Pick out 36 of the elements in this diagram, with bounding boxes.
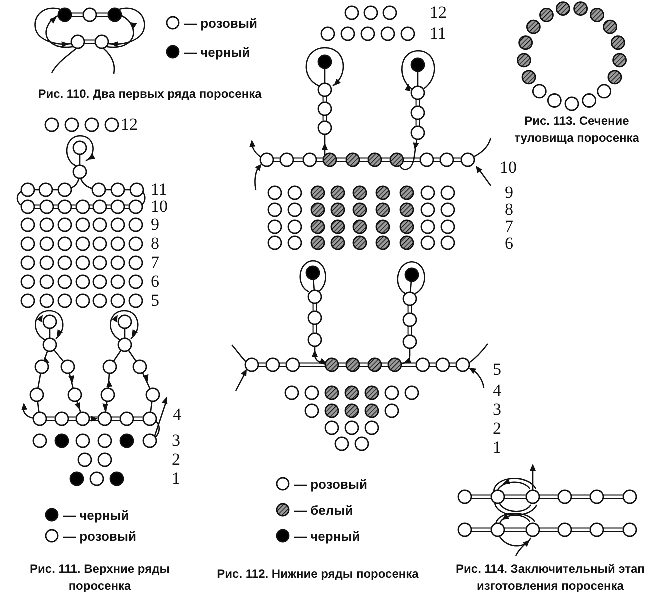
row-number: 12: [430, 5, 447, 21]
row-number: 10: [500, 160, 517, 176]
row-number: 7: [151, 255, 160, 271]
row-number: 3: [493, 402, 502, 418]
figure-caption: Рис. 112. Нижние ряды поросенка: [216, 566, 420, 583]
row-number: 2: [493, 421, 502, 437]
row-number: 8: [151, 236, 160, 252]
row-number: 11: [430, 26, 446, 42]
legend-label: — черный: [63, 508, 130, 522]
row-number: 6: [505, 236, 514, 252]
figure-caption: Рис. 114. Заключительный этап изготовления поросенка: [455, 561, 646, 595]
row-number: 9: [505, 185, 514, 201]
legend-label: — розовый: [63, 528, 136, 544]
row-number: 1: [493, 440, 502, 456]
row-number: 1: [172, 471, 180, 487]
row-number: 8: [505, 202, 514, 218]
row-number: 5: [493, 362, 502, 378]
legend-label: — черный: [184, 44, 250, 60]
row-number: 2: [172, 452, 180, 468]
legend-label: — розовый: [294, 476, 368, 492]
row-number: 11: [151, 182, 168, 198]
row-number: 7: [505, 219, 514, 235]
row-number: 3: [172, 433, 180, 449]
row-number: 4: [173, 407, 182, 423]
row-number: 5: [151, 293, 160, 309]
figure-caption: Рис. 110. Два первых ряда поросенка: [37, 86, 263, 103]
row-number: 4: [493, 383, 502, 399]
row-number: 12: [121, 117, 138, 133]
row-number: 6: [151, 274, 160, 290]
legend-label: — черный: [294, 528, 360, 544]
legend-label: — розовый: [184, 16, 258, 30]
figure-caption: Рис. 113. Сечение туловища поросенка: [514, 113, 640, 147]
legend-label: — белый: [294, 502, 354, 518]
figure-caption: Рис. 111. Верхние ряды поросенка: [29, 561, 171, 595]
row-number: 10: [151, 199, 168, 215]
row-number: 9: [151, 217, 160, 233]
